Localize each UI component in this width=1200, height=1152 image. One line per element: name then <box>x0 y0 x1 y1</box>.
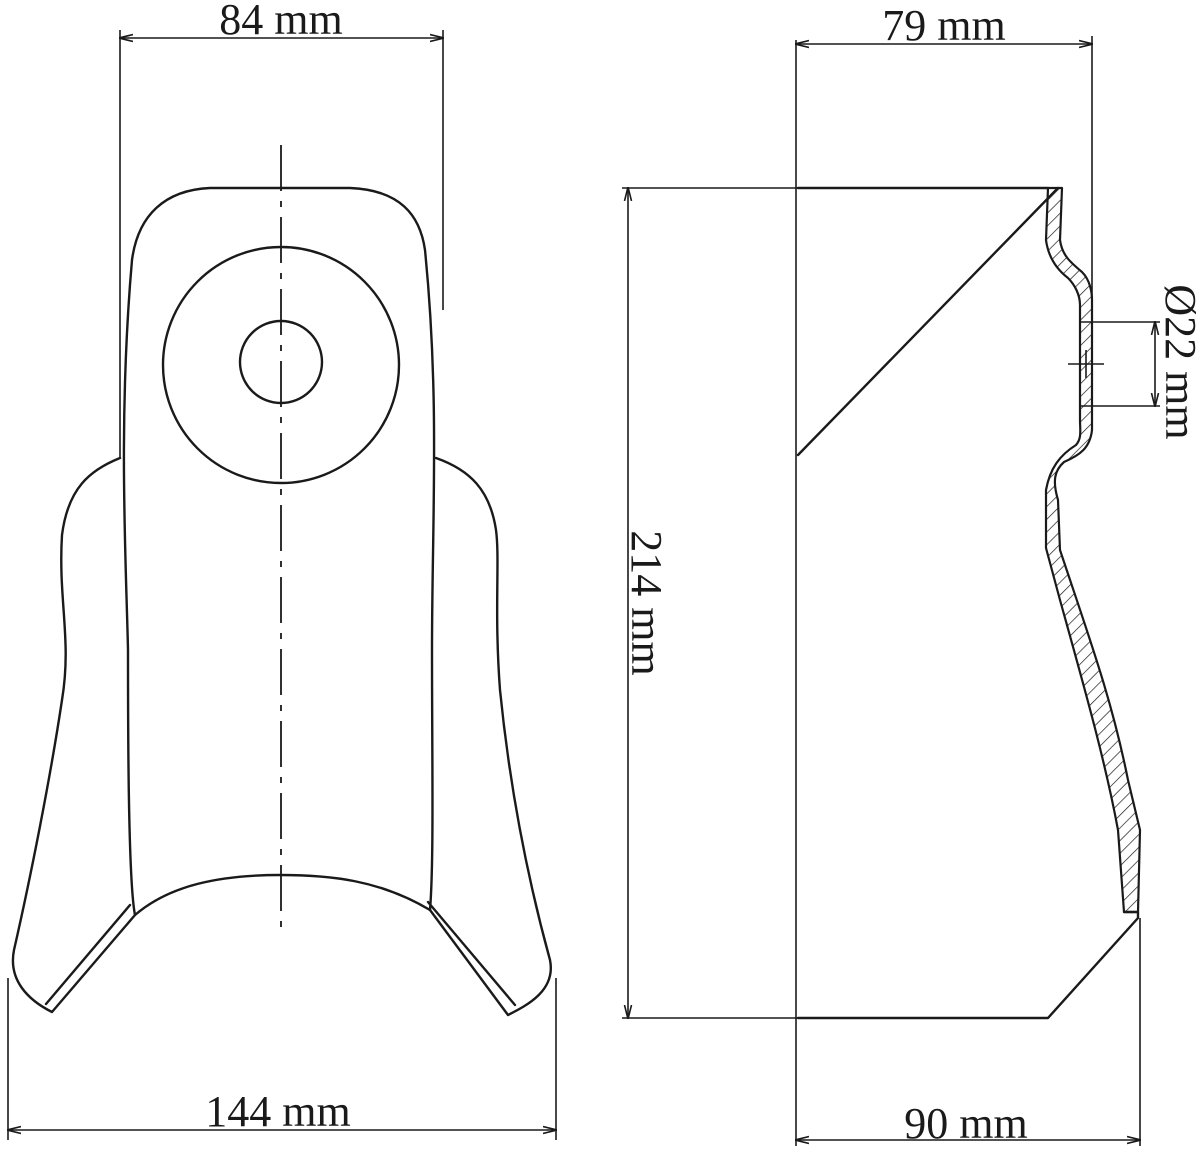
dim-84-label: 84 mm <box>219 0 342 44</box>
dim-22-label: Ø22 mm <box>1156 284 1200 439</box>
front-view: 84 mm 144 mm <box>8 0 556 1140</box>
front-view-bevel-right <box>426 900 517 1007</box>
dim-90-label: 90 mm <box>904 1099 1027 1148</box>
dim-79-label: 79 mm <box>882 1 1005 50</box>
front-view-bevel-left <box>44 903 132 1006</box>
side-view-outline <box>796 186 1140 1020</box>
side-view-sheet-section <box>1044 186 1142 914</box>
dim-144-label: 144 mm <box>205 1087 350 1136</box>
side-view: 79 mm 90 mm 214 mm Ø22 mm <box>622 1 1200 1148</box>
front-view-body-outline <box>122 186 436 917</box>
side-view-diagonal-edge <box>796 186 1060 457</box>
dim-214-label: 214 mm <box>622 530 671 675</box>
front-view-outer-outline <box>11 456 553 1017</box>
